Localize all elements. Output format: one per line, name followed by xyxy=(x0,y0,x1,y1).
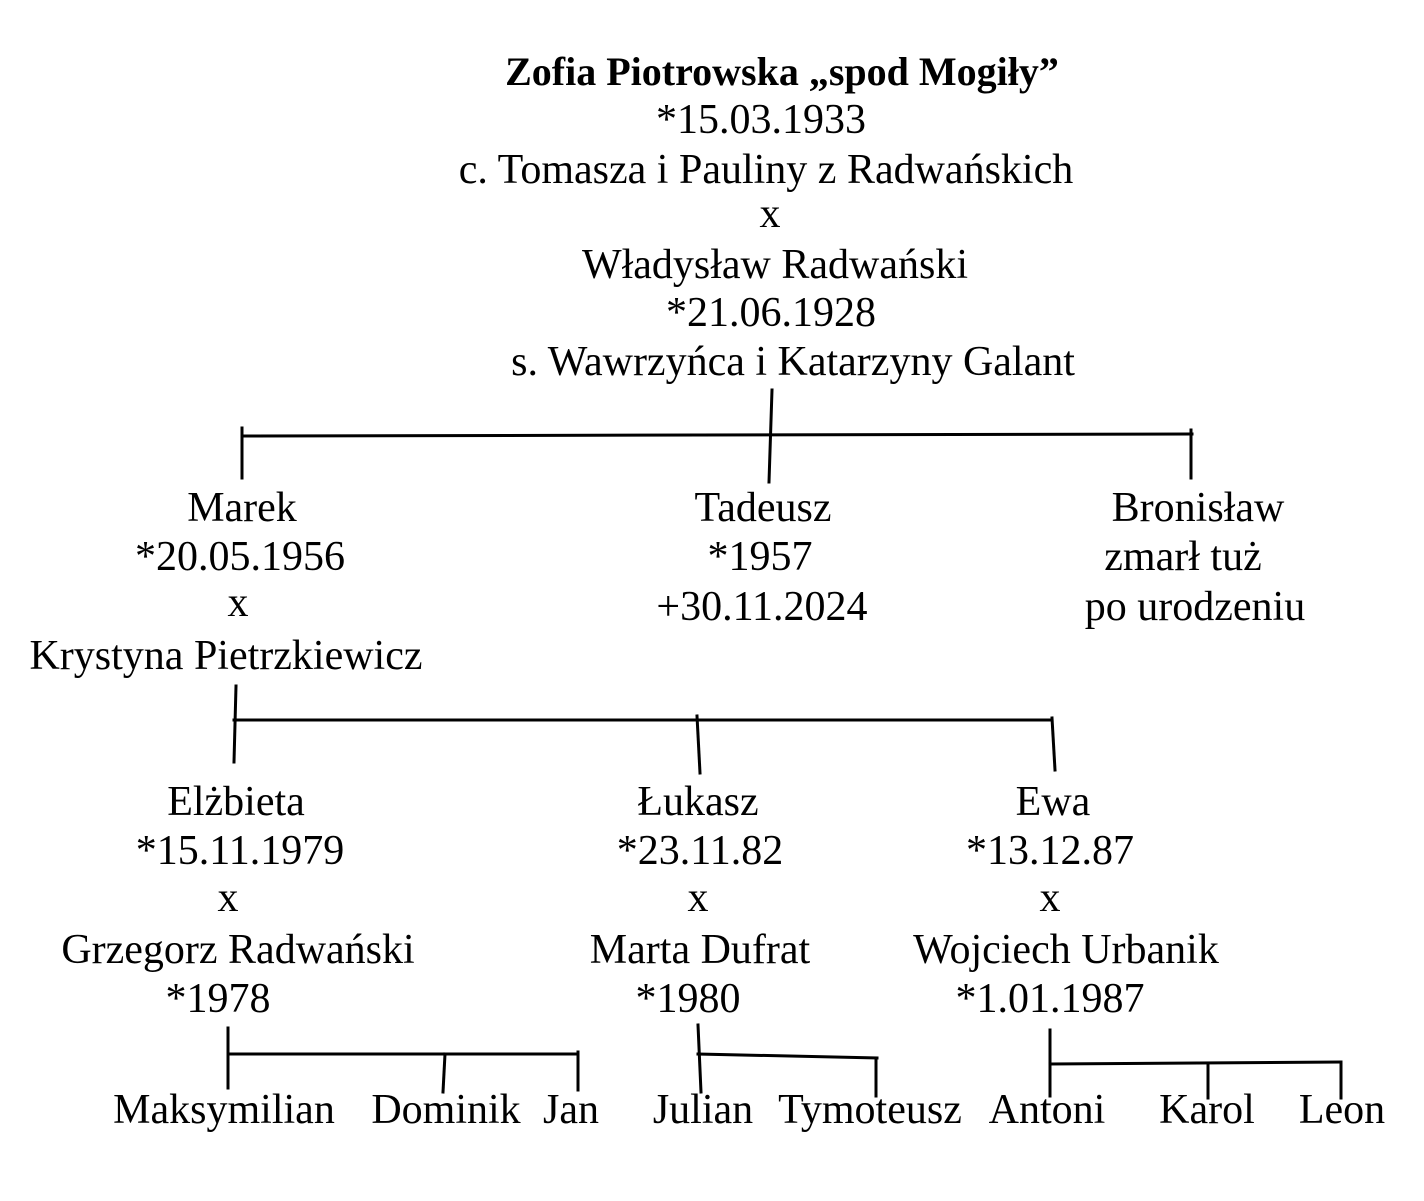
child-tadeusz-name: Tadeusz xyxy=(694,485,832,531)
grandchild-lukasz-name: Łukasz xyxy=(637,779,759,825)
child-tadeusz-death-date: +30.11.2024 xyxy=(656,584,868,630)
root-spouse-name: Władysław Radwański xyxy=(581,242,969,288)
grandchild-ewa-name: Ewa xyxy=(1015,779,1091,825)
great-grandchild-antoni: Antoni xyxy=(988,1087,1106,1133)
root-birth-date: *15.03.1933 xyxy=(656,97,866,143)
child-bronislaw-note-line1: zmarł tuż xyxy=(1104,534,1262,580)
connector-ewa-family-horizontal xyxy=(1048,1060,1343,1066)
root-spouse-birth-date: *21.06.1928 xyxy=(666,290,876,336)
great-grandchild-dominik: Dominik xyxy=(371,1087,521,1133)
grandchild-elzbieta-spouse-name: Grzegorz Radwański xyxy=(61,927,415,973)
grandchild-elzbieta-birth-date: *15.11.1979 xyxy=(135,828,345,874)
child-marek-name: Marek xyxy=(187,485,297,531)
child-bronislaw-note-line2: po urodzeniu xyxy=(1084,584,1306,630)
grandchild-ewa-marriage-symbol: x xyxy=(1039,875,1061,921)
child-bronislaw-name: Bronisław xyxy=(1111,485,1285,531)
grandchild-lukasz-spouse-name: Marta Dufrat xyxy=(589,927,811,973)
grandchild-elzbieta-marriage-symbol: x xyxy=(217,875,239,921)
great-grandchild-julian: Julian xyxy=(652,1087,754,1133)
connector-tick-ewa xyxy=(1050,716,1057,772)
child-tadeusz-birth-date: *1957 xyxy=(707,534,813,580)
connector-lukasz-family-vertical xyxy=(696,1023,703,1094)
connector-marek-vertical xyxy=(232,684,238,764)
child-marek-spouse-name: Krystyna Pietrzkiewicz xyxy=(29,633,423,679)
root-parents: c. Tomasza i Pauliny z Radwańskich xyxy=(458,147,1074,193)
grandchild-lukasz-birth-date: *23.11.82 xyxy=(616,828,784,874)
grandchild-lukasz-marriage-symbol: x xyxy=(687,875,709,921)
grandchild-ewa-birth-date: *13.12.87 xyxy=(966,828,1134,874)
connector-children-horizontal xyxy=(240,432,1194,438)
connector-lukasz-family-horizontal xyxy=(696,1052,879,1060)
grandchild-lukasz-spouse-birth-date: *1980 xyxy=(635,976,741,1022)
child-marek-birth-date: *20.05.1956 xyxy=(135,534,345,580)
grandchild-ewa-spouse-name: Wojciech Urbanik xyxy=(913,927,1219,973)
great-grandchild-maksymilian: Maksymilian xyxy=(113,1087,335,1133)
great-grandchild-tymoteusz: Tymoteusz xyxy=(778,1087,962,1133)
grandchild-ewa-spouse-birth-date: *1.01.1987 xyxy=(955,976,1145,1022)
root-marriage-symbol: x xyxy=(759,191,781,237)
root-spouse-parents: s. Wawrzyńca i Katarzyny Galant xyxy=(511,339,1075,385)
child-marek-marriage-symbol: x xyxy=(227,580,249,626)
connector-tick-dominik xyxy=(441,1052,447,1094)
root-name: Zofia Piotrowska „spod Mogiły” xyxy=(505,49,1059,94)
great-grandchild-karol: Karol xyxy=(1159,1087,1255,1133)
grandchild-elzbieta-name: Elżbieta xyxy=(167,779,305,825)
grandchild-elzbieta-spouse-birth-date: *1978 xyxy=(165,976,271,1022)
great-grandchild-leon: Leon xyxy=(1298,1087,1386,1133)
great-grandchild-jan: Jan xyxy=(543,1087,599,1133)
connector-tick-lukasz xyxy=(695,714,702,775)
